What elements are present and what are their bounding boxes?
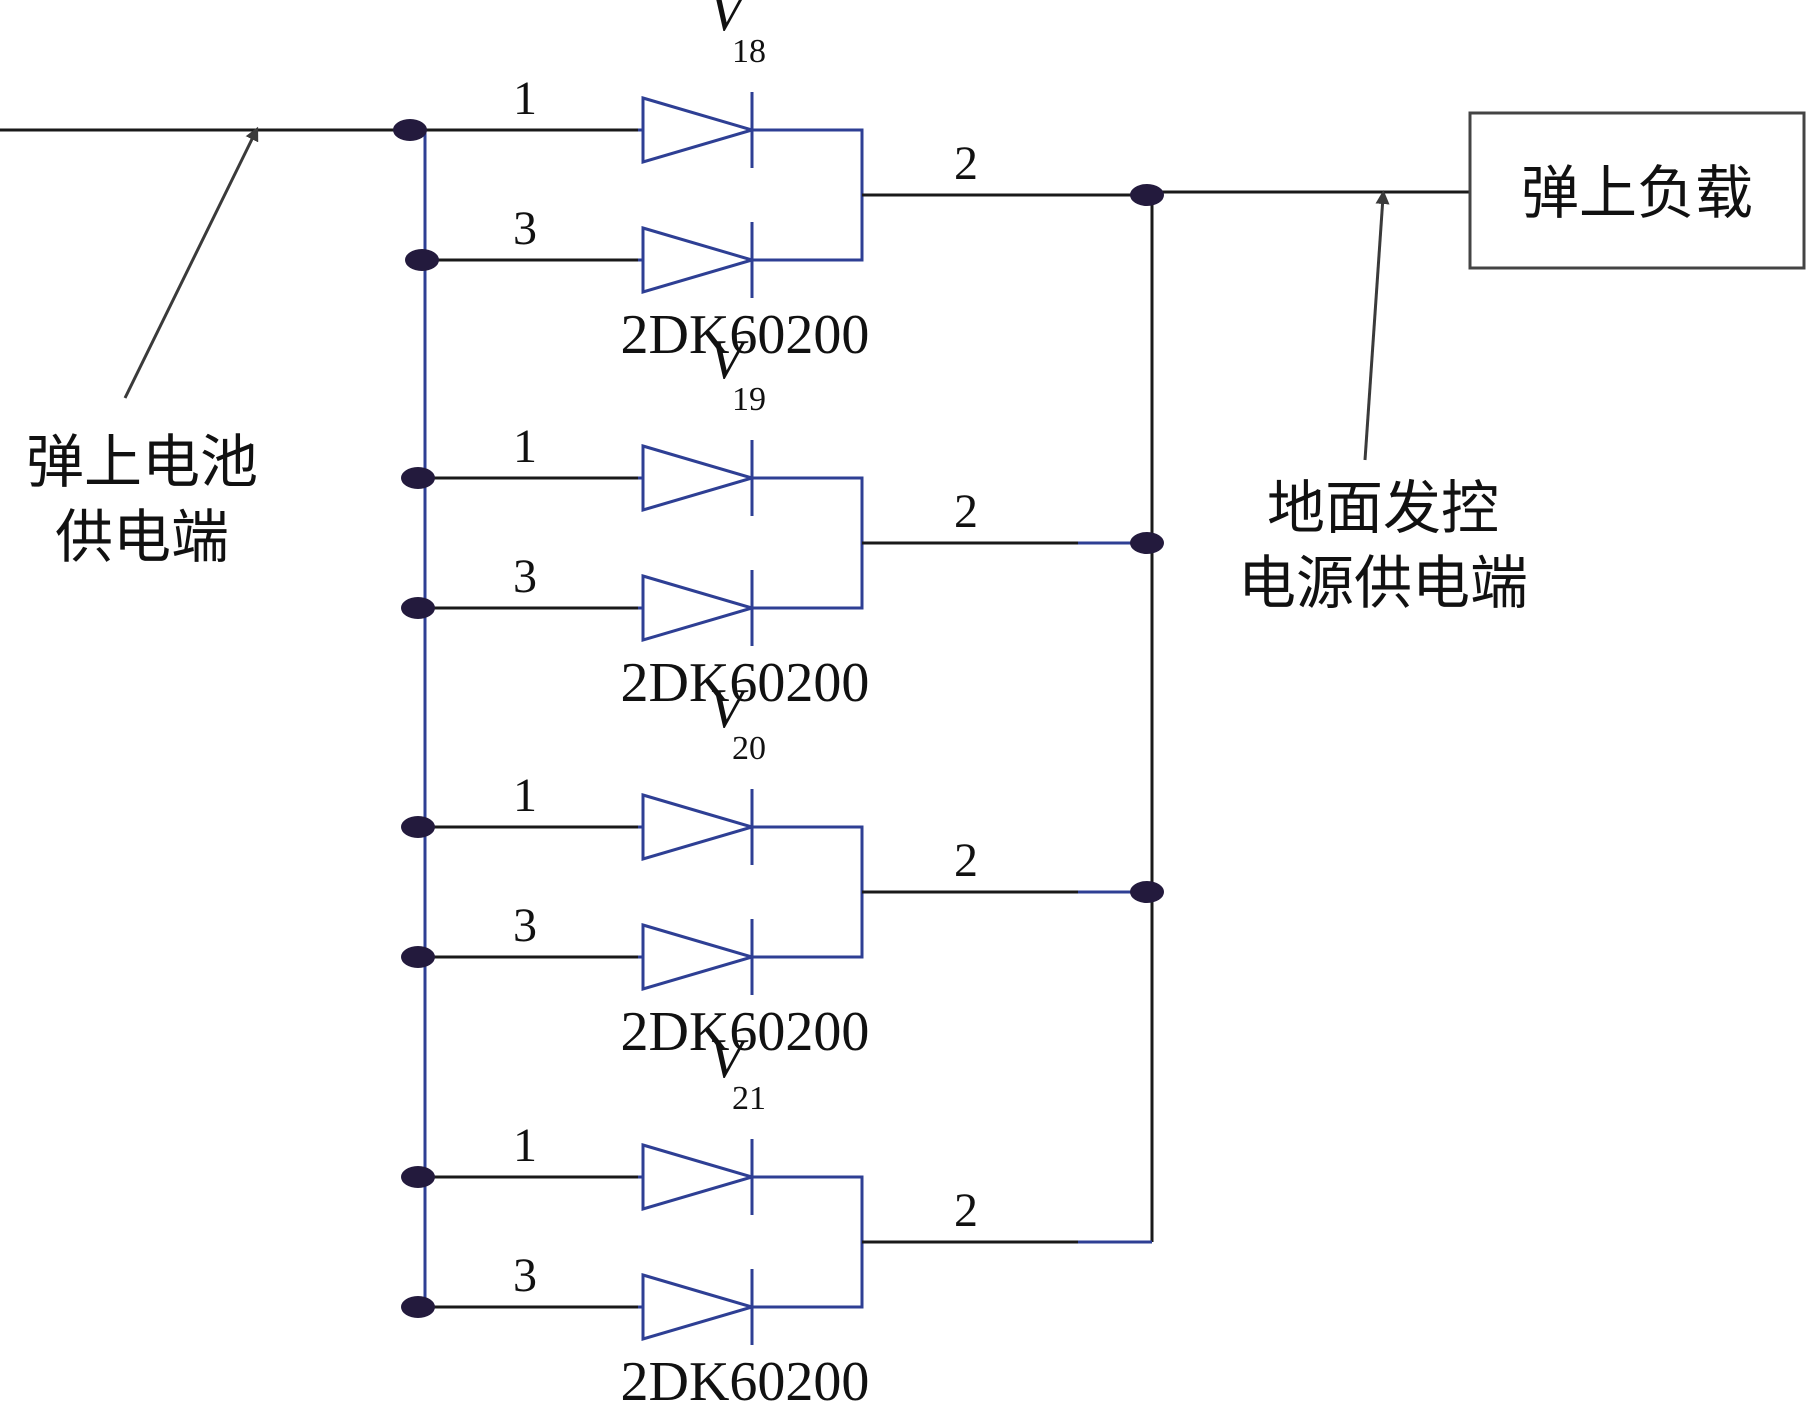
junction-node	[1130, 532, 1164, 554]
junction-node	[401, 1166, 435, 1188]
diode-triangle	[641, 792, 758, 862]
pin1-number: 1	[513, 420, 537, 473]
junction-node	[401, 467, 435, 489]
diode-group-v20: 1 3 2 V20 2DK60200	[401, 678, 1164, 1063]
diode-upper	[638, 92, 758, 168]
diode-groups: 132V182DK60200132V192DK60200132V202DK602…	[393, 0, 1164, 1410]
pin2-number: 2	[954, 137, 978, 190]
battery-pointer-arrow	[123, 126, 259, 399]
pin2-number: 2	[954, 485, 978, 538]
pin2-number: 2	[954, 1184, 978, 1237]
diode-ref-letter: V	[709, 0, 749, 43]
diode-part-number: 2DK60200	[621, 652, 870, 714]
junction-node	[401, 1296, 435, 1318]
diode-part-number: 2DK60200	[621, 1351, 870, 1410]
diode-upper	[638, 440, 758, 516]
diode-ref-subscript: 19	[732, 381, 766, 418]
pin1-number: 1	[513, 769, 537, 822]
diode-triangle	[641, 573, 758, 643]
main-wiring	[0, 128, 1470, 1308]
pin1-number: 1	[513, 72, 537, 125]
diode-triangle	[641, 225, 758, 295]
load-label: 弹上负载	[1521, 159, 1753, 227]
pin3-number: 3	[513, 202, 537, 255]
diode-ref-letter: V	[709, 329, 749, 391]
diode-lower	[638, 222, 758, 298]
pin1-number: 1	[513, 1119, 537, 1172]
ground-supply-label-line1: 地面发控	[1267, 474, 1499, 542]
diode-triangle	[641, 1272, 758, 1342]
diode-triangle	[641, 922, 758, 992]
load-box: 弹上负载	[1468, 111, 1806, 270]
pin3-number: 3	[513, 899, 537, 952]
diode-ref-letter: V	[709, 1028, 749, 1090]
diode-lower	[638, 570, 758, 646]
diode-part-number: 2DK60200	[621, 1001, 870, 1063]
cathode-tie	[752, 476, 864, 610]
diode-upper	[638, 1139, 758, 1215]
cathode-tie	[752, 825, 864, 959]
pin3-number: 3	[513, 550, 537, 603]
diode-triangle	[641, 95, 758, 165]
diode-lower	[638, 1269, 758, 1345]
battery-supply-label-line2: 供电端	[55, 503, 229, 571]
junction-node	[401, 816, 435, 838]
junction-node	[393, 119, 427, 141]
diode-triangle	[641, 1142, 758, 1212]
diode-lower	[638, 919, 758, 995]
diode-upper	[638, 789, 758, 865]
diode-group-v21: 1 3 2 V21 2DK60200	[401, 1028, 1152, 1410]
battery-supply-label: 弹上电池 供电端	[26, 428, 258, 571]
ground-supply-label: 地面发控 电源供电端	[1238, 474, 1528, 617]
diode-ref-subscript: 21	[732, 1080, 766, 1117]
diode-group-v18: 1 3 2 V18 2DK60200	[393, 0, 1164, 366]
cathode-tie	[752, 128, 864, 262]
diode-group-v19: 1 3 2 V19 2DK60200	[401, 329, 1164, 714]
pin2-number: 2	[954, 834, 978, 887]
diode-ref-letter: V	[709, 678, 749, 740]
battery-supply-label-line1: 弹上电池	[26, 428, 258, 496]
ground-pointer-arrow	[1363, 190, 1390, 461]
cathode-tie	[752, 1175, 864, 1309]
junction-node	[1130, 184, 1164, 206]
diode-ref-subscript: 18	[732, 33, 766, 70]
load-box-frame	[1468, 111, 1806, 270]
ground-supply-label-line2: 电源供电端	[1238, 549, 1528, 617]
pin3-number: 3	[513, 1249, 537, 1302]
diode-triangle	[641, 443, 758, 513]
junction-node	[401, 946, 435, 968]
junction-node	[401, 597, 435, 619]
junction-node	[405, 249, 439, 271]
diode-ref-subscript: 20	[732, 730, 766, 767]
diode-part-number: 2DK60200	[621, 304, 870, 366]
junction-node	[1130, 881, 1164, 903]
